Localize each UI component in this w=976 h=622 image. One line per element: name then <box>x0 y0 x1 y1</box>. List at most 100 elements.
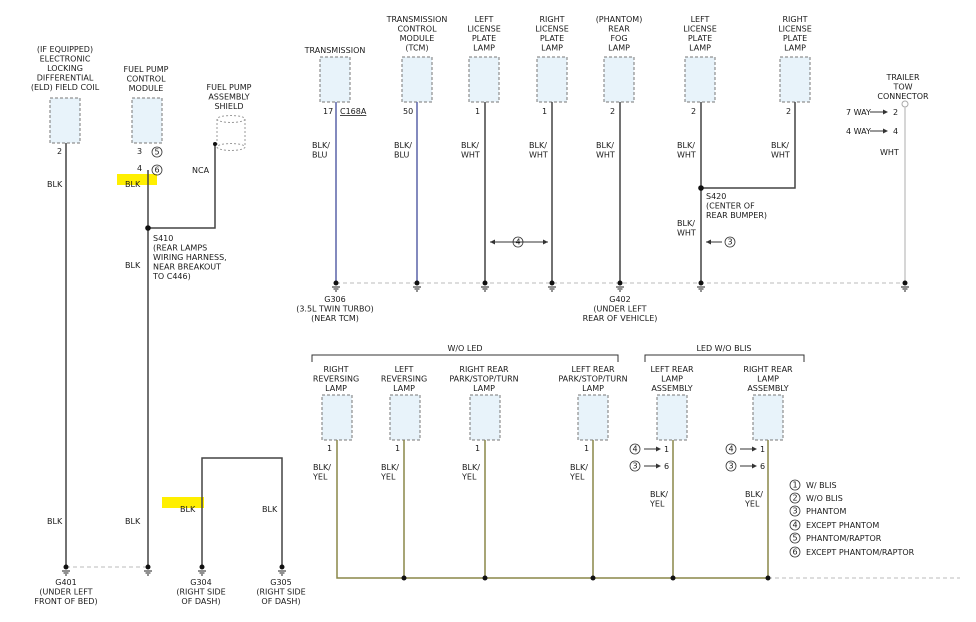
connector-ref-c168a[interactable]: C168A <box>340 107 367 116</box>
wire-label: WHT <box>880 148 899 157</box>
splice-label-s410-line: TO C446) <box>152 272 191 281</box>
ground-label-g402-line: REAR OF VEHICLE) <box>583 314 658 323</box>
ground-label-g304-line: G304 <box>190 578 211 587</box>
condition-circle-icon <box>725 443 737 455</box>
arrowhead-icon <box>883 128 888 134</box>
box-rrev <box>321 394 353 441</box>
legend-number: 5 <box>792 534 797 543</box>
splice-label-s420-line: (CENTER OF <box>706 202 755 211</box>
lpark-junction-dot <box>590 575 596 581</box>
component-label-trailer-line: TOW <box>892 83 912 92</box>
wire-label: BLK/WHT <box>461 141 480 160</box>
bracket-wo-led <box>311 354 619 362</box>
trailer-way-7: 7 WAY <box>846 108 871 117</box>
component-label-rpark-line: LAMP <box>473 384 495 393</box>
ground-icon <box>331 286 341 292</box>
wire-label-line: WHT <box>771 151 790 160</box>
ground-icon <box>143 570 153 576</box>
component-label-trailer-line: CONNECTOR <box>877 92 929 101</box>
box-fppcm <box>131 97 163 144</box>
arrowhead-icon <box>706 239 711 245</box>
wire-label: BLK/BLU <box>312 141 330 160</box>
pin-number: 1 <box>664 445 669 454</box>
component-label-lpark-line: PARK/STOP/TURN <box>558 375 627 384</box>
legend-text: PHANTOM/RAPTOR <box>806 534 882 543</box>
wire-label: BLK/WHT <box>677 141 696 160</box>
condition-circle-icon <box>151 146 163 158</box>
wire-label-nca: NCA <box>192 166 210 175</box>
component-label-llp1-line: LAMP <box>473 44 495 53</box>
component-label-rrev-line: LAMP <box>325 384 347 393</box>
legend-text: W/ BLIS <box>806 481 837 490</box>
splice-label-s410-line: (REAR LAMPS <box>153 244 207 253</box>
component-label-llp1-line: LEFT <box>475 15 494 24</box>
wire-label: BLK <box>262 505 278 514</box>
highlight-fppcm <box>117 174 157 185</box>
component-label-rlp2-line: RIGHT <box>782 15 807 24</box>
wire-nca-shield <box>148 144 216 229</box>
component-label-rpark-line: PARK/STOP/TURN <box>449 375 518 384</box>
legend-number: 4 <box>792 521 797 530</box>
fppcm-gnd-dot <box>145 564 151 570</box>
component-label-lpark-line: LEFT REAR <box>571 365 614 374</box>
wire-label: BLK/WHT <box>596 141 615 160</box>
component-label-tcm-line: TRANSMISSION <box>386 15 448 24</box>
arrowhead-icon <box>656 463 661 469</box>
ground-label-g401-line: FRONT OF BED) <box>34 597 97 606</box>
condition-circle-icon <box>725 460 737 472</box>
box-lrev <box>389 394 421 441</box>
wire-label-line: BLU <box>394 151 410 160</box>
ground-icon <box>277 570 287 576</box>
ground-label-g305-line: OF DASH) <box>261 597 300 606</box>
wire-label-line: WHT <box>677 229 696 238</box>
component-label-eld-line: DIFFERENTIAL <box>37 74 94 83</box>
group-label-led-wo-blis: LED W/O BLIS <box>696 344 751 353</box>
pin-number: 2 <box>786 107 791 116</box>
trailer-way-4: 4 WAY <box>846 127 871 136</box>
ground-icon <box>696 286 706 292</box>
yel-junction-dot <box>401 575 407 581</box>
wire-label-line: BLK/ <box>650 490 668 499</box>
g305-dot <box>279 564 285 570</box>
component-label-eld-line: LOCKING <box>47 64 83 73</box>
component-label-rlp1-line: LAMP <box>541 44 563 53</box>
g401-dot <box>63 564 69 570</box>
wire-label: BLK <box>125 261 141 270</box>
wire-label: BLK <box>125 517 141 526</box>
wire-label-line: BLK/ <box>381 463 399 472</box>
pin-number: 50 <box>403 107 413 116</box>
component-label-rrla-line: LAMP <box>757 375 779 384</box>
ground-label-g402-line: G402 <box>609 295 630 304</box>
condition-number: 6 <box>154 166 159 175</box>
wire-label: BLK <box>125 180 141 189</box>
ground-icon <box>480 286 490 292</box>
wire-label: BLK/YEL <box>312 463 331 482</box>
splice-label-s410-line: NEAR BREAKOUT <box>153 263 221 272</box>
wire-label-line: BLK/ <box>771 141 789 150</box>
ground-label-g401-line: G401 <box>55 578 76 587</box>
wire-label-line: YEL <box>380 473 396 482</box>
component-label-rlp2-line: LAMP <box>784 44 806 53</box>
condition-number: 3 <box>728 462 733 471</box>
component-label-fog-line: (PHANTOM) <box>596 15 643 24</box>
pin-number: 1 <box>475 444 480 453</box>
fuel-pump-shield-icon <box>216 115 246 151</box>
wire-label-line: BLK/ <box>462 463 480 472</box>
component-label-tcm-line: MODULE <box>400 34 435 43</box>
legend-text: PHANTOM <box>806 507 846 516</box>
